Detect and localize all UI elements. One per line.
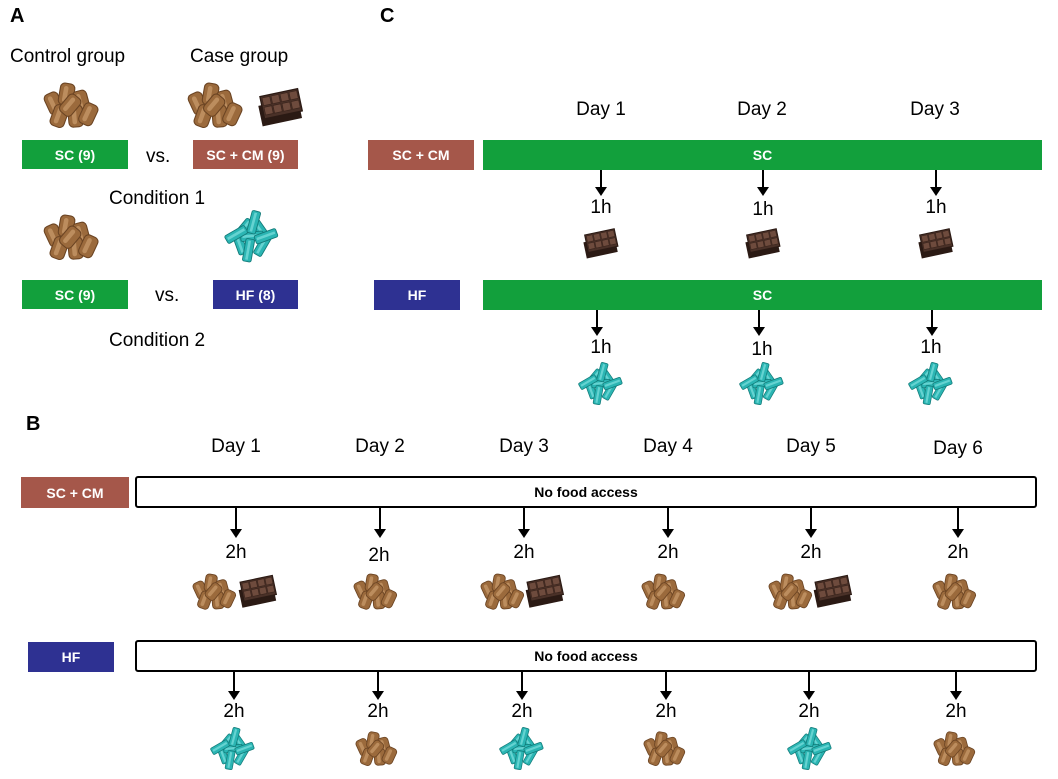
chocolate-icon	[522, 568, 570, 616]
timepoint-arrow	[757, 170, 769, 196]
duration-label: 2h	[511, 701, 533, 722]
duration-label: 1h	[920, 337, 942, 358]
timepoint-arrow	[516, 672, 528, 700]
chocolate-icon	[580, 222, 624, 266]
duration-label: 2h	[800, 542, 822, 563]
day-label: Day 4	[643, 436, 693, 457]
timepoint-arrow	[660, 672, 672, 700]
no-food-access-bar: No food access	[135, 476, 1037, 508]
timepoint-arrow	[952, 508, 964, 538]
duration-label: 1h	[590, 197, 612, 218]
sc-cm-group-bar: SC + CM (9)	[193, 140, 298, 169]
hf-group-bar: HF	[374, 280, 460, 310]
timepoint-arrow	[374, 508, 386, 538]
chow-pellets-icon	[641, 570, 687, 616]
sc-group-bar: SC (9)	[22, 280, 128, 309]
sc-access-bar: SC	[483, 280, 1042, 310]
duration-label: 1h	[751, 339, 773, 360]
panel-a-label: A	[10, 5, 25, 27]
chow-pellets-icon	[480, 570, 526, 616]
timepoint-arrow	[803, 672, 815, 700]
duration-label: 1h	[752, 199, 774, 220]
sc-cm-group-bar: SC + CM	[368, 140, 474, 170]
duration-label: 2h	[368, 545, 390, 566]
day-label: Day 6	[933, 438, 983, 459]
duration-label: 2h	[367, 701, 389, 722]
control-group-label: Control group	[10, 46, 126, 67]
high-fat-pellets-icon	[908, 362, 954, 408]
duration-label: 2h	[225, 542, 247, 563]
day-label: Day 3	[910, 99, 960, 120]
timepoint-arrow	[591, 310, 603, 336]
hf-group-bar: HF	[28, 642, 114, 672]
day-label: Day 2	[355, 436, 405, 457]
chocolate-icon	[915, 222, 959, 266]
high-fat-pellets-icon	[578, 362, 624, 408]
duration-label: 2h	[945, 701, 967, 722]
timepoint-arrow	[662, 508, 674, 538]
high-fat-pellets-icon	[224, 210, 280, 266]
timepoint-arrow	[753, 310, 765, 336]
vs-label: vs.	[155, 285, 180, 306]
high-fat-pellets-icon	[210, 727, 256, 773]
duration-label: 2h	[657, 542, 679, 563]
panel-c-label: C	[380, 5, 395, 27]
high-fat-pellets-icon	[739, 362, 785, 408]
timepoint-arrow	[518, 508, 530, 538]
chocolate-icon	[742, 222, 786, 266]
hf-group-bar: HF (8)	[213, 280, 298, 309]
vs-label: vs.	[146, 146, 171, 167]
day-label: Day 1	[211, 436, 261, 457]
chow-pellets-icon	[43, 210, 101, 268]
day-label: Day 3	[499, 436, 549, 457]
duration-label: 2h	[655, 701, 677, 722]
duration-label: 2h	[947, 542, 969, 563]
timepoint-arrow	[805, 508, 817, 538]
sc-access-bar: SC	[483, 140, 1042, 170]
chocolate-icon	[254, 80, 310, 136]
timepoint-arrow	[228, 672, 240, 700]
sc-group-bar: SC (9)	[22, 140, 128, 169]
timepoint-arrow	[230, 508, 242, 538]
day-label: Day 2	[737, 99, 787, 120]
high-fat-pellets-icon	[787, 727, 833, 773]
timepoint-arrow	[930, 170, 942, 196]
chow-pellets-icon	[43, 78, 101, 136]
condition-2-caption: Condition 2	[109, 330, 206, 351]
chow-pellets-icon	[643, 728, 687, 772]
duration-label: 2h	[223, 701, 245, 722]
high-fat-pellets-icon	[499, 727, 545, 773]
chow-pellets-icon	[932, 570, 978, 616]
chow-pellets-icon	[187, 78, 245, 136]
chow-pellets-icon	[933, 728, 977, 772]
timepoint-arrow	[926, 310, 938, 336]
duration-label: 2h	[513, 542, 535, 563]
timepoint-arrow	[372, 672, 384, 700]
chocolate-icon	[235, 568, 283, 616]
timepoint-arrow	[950, 672, 962, 700]
duration-label: 1h	[925, 197, 947, 218]
condition-1-caption: Condition 1	[109, 188, 206, 209]
duration-label: 1h	[590, 337, 612, 358]
chow-pellets-icon	[353, 570, 399, 616]
day-label: Day 1	[576, 99, 626, 120]
chow-pellets-icon	[768, 570, 814, 616]
day-label: Day 5	[786, 436, 836, 457]
panel-b-label: B	[26, 413, 41, 435]
case-group-label: Case group	[190, 46, 289, 67]
sc-cm-group-bar: SC + CM	[21, 477, 129, 508]
chow-pellets-icon	[192, 570, 238, 616]
chocolate-icon	[810, 568, 858, 616]
no-food-access-bar: No food access	[135, 640, 1037, 672]
chow-pellets-icon	[355, 728, 399, 772]
timepoint-arrow	[595, 170, 607, 196]
duration-label: 2h	[798, 701, 820, 722]
